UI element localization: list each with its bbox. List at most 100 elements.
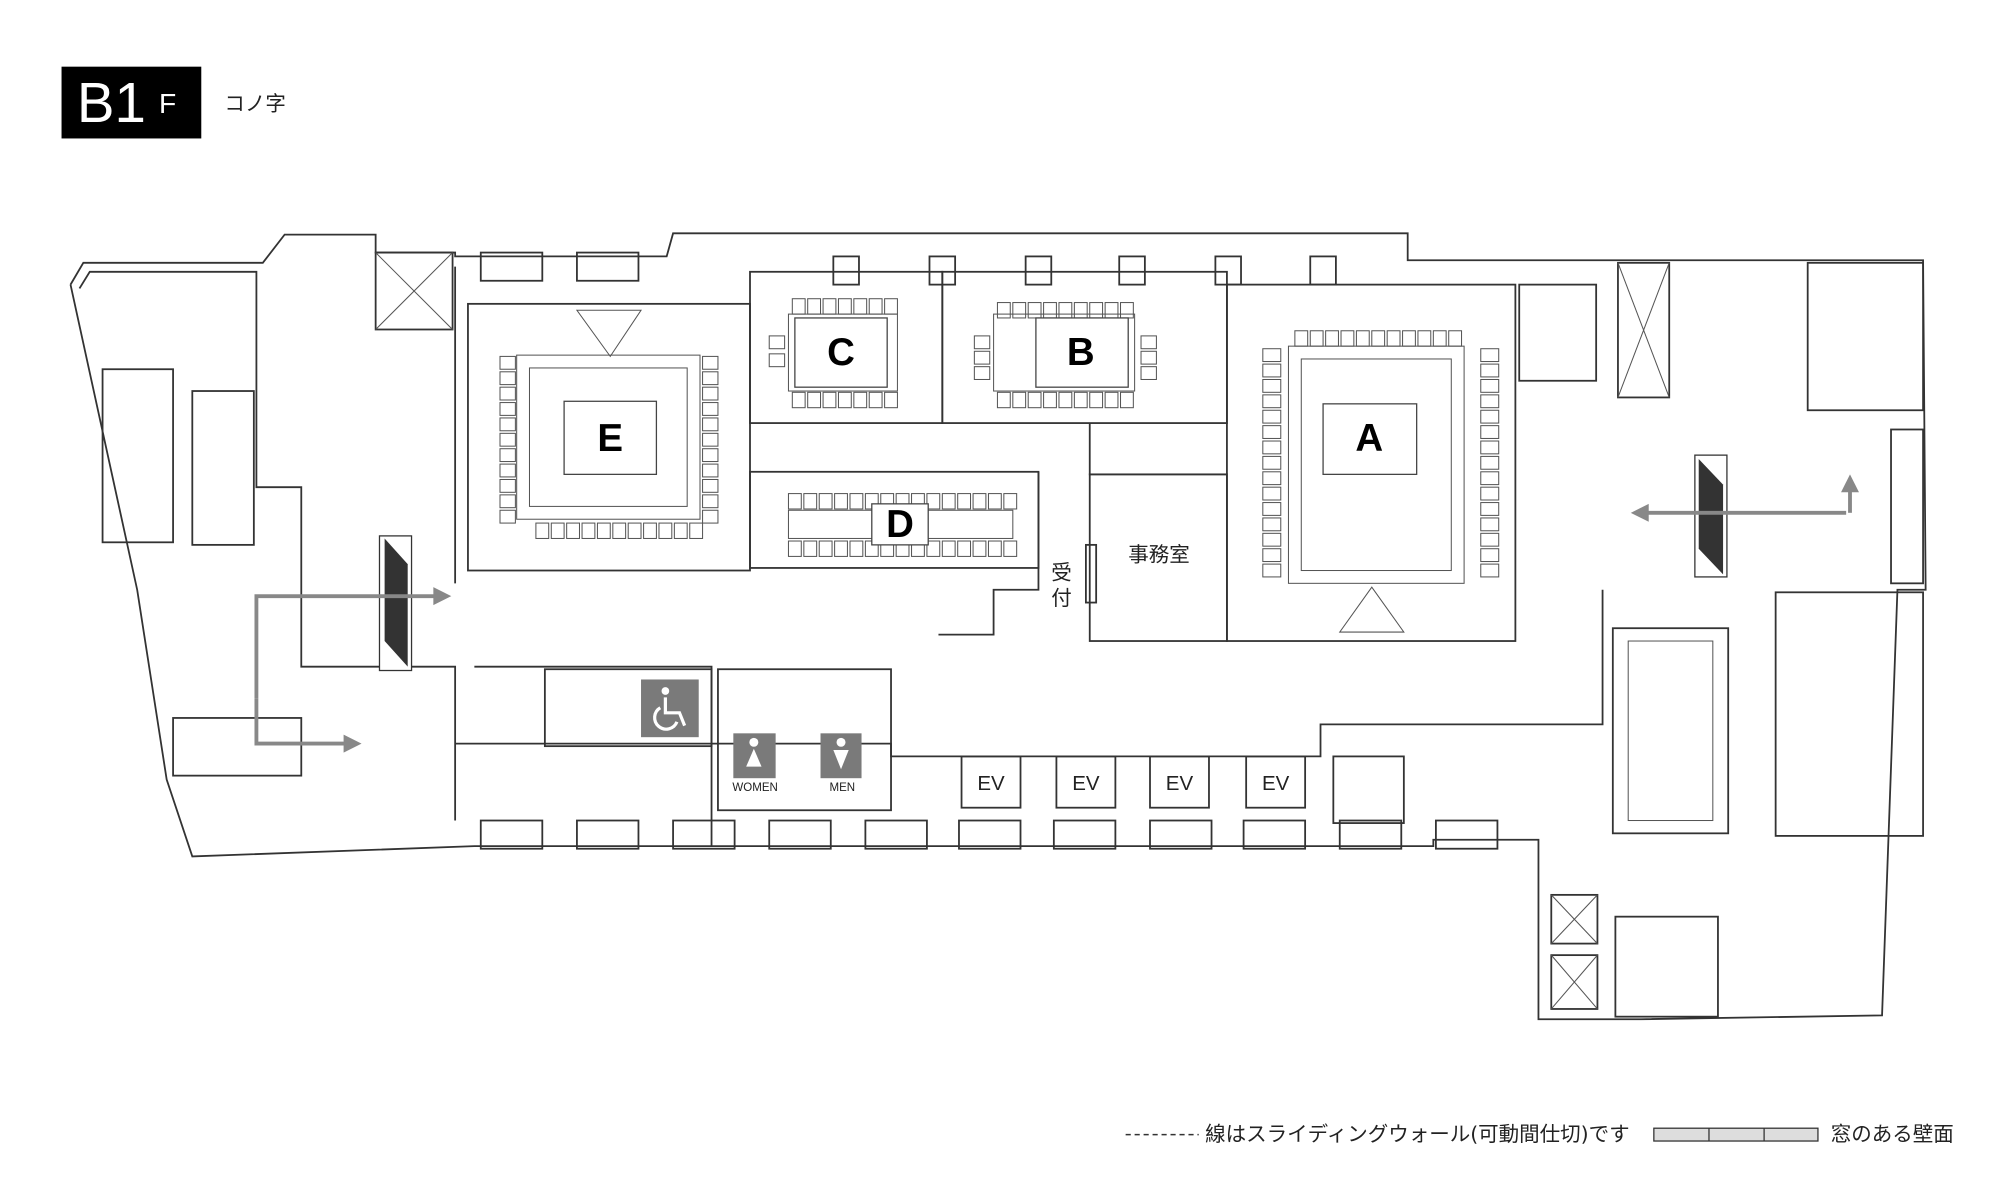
chair: [499, 478, 516, 493]
chair: [834, 493, 848, 510]
chair: [499, 463, 516, 478]
chair: [987, 540, 1002, 557]
chair: [868, 391, 883, 409]
men-label: MEN: [830, 782, 856, 794]
chair: [581, 522, 596, 539]
building-walls: [69, 232, 1927, 1021]
chair: [973, 366, 991, 380]
accessible-toilet-icon: [641, 679, 699, 738]
chair: [1480, 517, 1500, 532]
room-label-a: A: [1322, 403, 1418, 476]
chair: [1480, 455, 1500, 470]
room-e[interactable]: [467, 302, 751, 572]
room-a[interactable]: [1226, 283, 1517, 642]
chair: [1262, 517, 1282, 532]
chair: [853, 391, 868, 409]
chair: [996, 302, 1011, 319]
chair: [1480, 378, 1500, 393]
chair: [1043, 391, 1057, 409]
chair: [1262, 548, 1282, 563]
chair: [1262, 378, 1282, 393]
room-label-b: B: [1035, 317, 1129, 388]
floor-number: B1: [77, 71, 146, 134]
reception-label-2: 付: [1051, 586, 1071, 610]
chair: [550, 522, 565, 539]
chair: [1027, 302, 1042, 319]
chair: [1073, 391, 1088, 409]
chair: [643, 522, 657, 539]
chair: [1432, 330, 1447, 347]
chair: [499, 386, 516, 401]
chair: [926, 493, 941, 510]
chair: [1309, 330, 1324, 347]
chair: [834, 540, 848, 557]
svg-text:A: A: [1355, 417, 1383, 460]
chair: [1012, 391, 1027, 409]
chair: [803, 493, 818, 510]
chair: [822, 298, 837, 315]
chair: [702, 402, 719, 416]
chair: [972, 493, 987, 510]
chair: [1043, 302, 1057, 319]
projector-screen-e: [575, 309, 642, 358]
chair: [849, 540, 864, 557]
chair: [1262, 394, 1282, 409]
chair: [702, 355, 719, 370]
chair: [1104, 391, 1119, 409]
chair: [1140, 335, 1157, 350]
office-label: 事務室: [1128, 543, 1190, 567]
legend: 線はスライディングウォール(可動間仕切)です 窓のある壁面: [1125, 1122, 1954, 1146]
reception-label-1: 受: [1051, 560, 1071, 584]
chair: [787, 493, 802, 510]
men-restroom-icon: [820, 733, 862, 779]
chair: [702, 509, 719, 524]
chair: [1262, 486, 1282, 501]
chair: [535, 522, 550, 539]
chair: [702, 417, 719, 432]
chair: [818, 540, 833, 557]
chair: [1058, 391, 1073, 409]
chair: [658, 522, 673, 539]
svg-text:EV: EV: [977, 772, 1005, 795]
chair: [1325, 330, 1339, 347]
room-label-e: E: [563, 400, 658, 476]
room-label-c: C: [794, 317, 888, 388]
chair: [612, 522, 627, 539]
svg-text:B: B: [1067, 331, 1095, 374]
window-columns: [479, 251, 1499, 850]
legend-sliding-wall: 線はスライディングウォール(可動間仕切)です: [1205, 1122, 1630, 1146]
chair: [849, 493, 864, 510]
chair: [807, 298, 822, 315]
chair: [1120, 391, 1134, 409]
chair: [791, 298, 806, 315]
chair: [499, 417, 516, 432]
chair: [973, 350, 991, 365]
chair: [1371, 330, 1386, 347]
floor-badge: B1 F: [61, 66, 202, 139]
women-label: WOMEN: [732, 782, 777, 794]
chair: [1480, 471, 1500, 486]
projector-screen-a: [1338, 586, 1405, 633]
chair: [926, 540, 941, 557]
elevator-2: EV: [1055, 755, 1117, 809]
chair: [1480, 486, 1500, 501]
chair: [1386, 330, 1401, 347]
chair: [596, 522, 611, 539]
chair: [702, 478, 719, 493]
chair: [1480, 425, 1500, 439]
chair: [702, 463, 719, 478]
chair: [1402, 330, 1416, 347]
chair: [1480, 363, 1500, 378]
chair: [1294, 330, 1309, 347]
chair: [1120, 302, 1134, 319]
evacuation-arrows: [254, 474, 1859, 753]
escalator-left: [384, 538, 408, 667]
svg-text:E: E: [597, 417, 623, 460]
chair: [1058, 302, 1073, 319]
svg-text:EV: EV: [1166, 772, 1194, 795]
chair: [1003, 540, 1018, 557]
chair: [996, 391, 1011, 409]
women-restroom-icon: [733, 733, 776, 779]
chair: [1073, 302, 1088, 319]
